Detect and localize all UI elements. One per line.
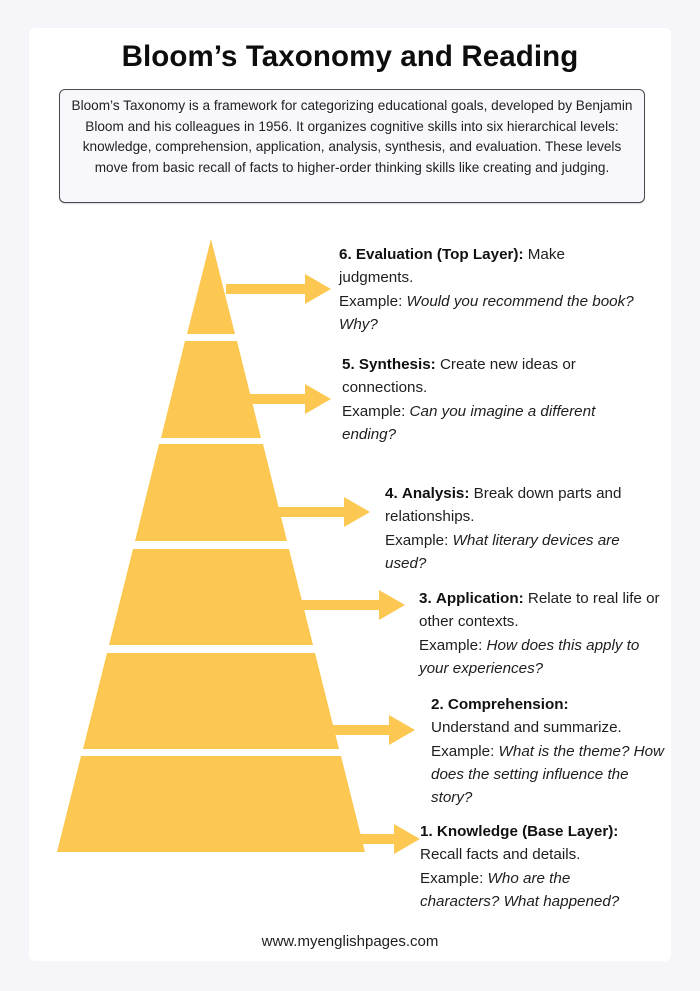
level-3-example: How does this apply to your experiences? [419,636,640,677]
pyramid-layer-3-application [109,549,313,645]
arrow-right-icon-level-2 [328,715,415,745]
level-5-name: Synthesis: [358,356,436,373]
level-5-example: Can you imagine a different ending? [342,402,596,443]
level-4-name: Analysis: [401,485,470,502]
intro-description-box: Bloom’s Taxonomy is a framework for cate… [59,89,645,203]
level-5-description: 5. Synthesis: Create new ideas or connec… [342,353,632,446]
level-2-number: 2. [431,696,444,713]
level-5-text: Create new ideas or connections. [342,356,576,397]
level-1-name: Knowledge (Base Layer): [436,823,619,840]
arrow-right-icon-level-5 [250,384,331,414]
intro-text: Bloom’s Taxonomy is a framework for cate… [71,98,633,175]
level-1-text: Recall facts and details. [420,846,581,864]
level-1-description: 1. Knowledge (Base Layer): Recall facts … [420,820,652,913]
level-2-text: Understand and summarize. [431,719,622,737]
level-4-example: What literary devices are used? [385,531,620,572]
level-6-example: Would you recommend the book? Why? [339,292,634,333]
pyramid-layer-4-analysis [135,444,287,541]
pyramid-layer-2-comprehension [83,653,339,749]
arrow-right-icon-level-3 [300,590,405,620]
arrow-right-icon-level-4 [276,497,370,527]
level-4-example-label: Example: [385,531,449,549]
level-2-description: 2. Comprehension: Understand and summari… [431,693,666,809]
level-3-example-label: Example: [419,636,483,654]
level-1-example: Who are the characters? What happened? [420,869,620,910]
level-6-description: 6. Evaluation (Top Layer): Make judgment… [339,243,639,336]
level-3-description: 3. Application: Relate to real life or o… [419,587,669,680]
level-3-number: 3. [419,590,432,607]
arrow-right-icon-level-6 [226,274,331,304]
pyramid-layer-6-evaluation [187,239,235,334]
level-5-example-label: Example: [342,402,406,420]
level-6-text: Make judgments. [339,246,565,287]
level-6-example-label: Example: [339,292,403,310]
arrow-right-icon-level-1 [358,824,420,854]
level-4-number: 4. [385,485,398,502]
level-3-text: Relate to real life or other contexts. [419,590,660,631]
pyramid-layer-5-synthesis [161,341,261,438]
pyramid-layer-1-knowledge [57,756,365,852]
level-4-description: 4. Analysis: Break down parts and relati… [385,482,660,575]
level-2-example-label: Example: [431,742,495,760]
level-4-text: Break down parts and relationships. [385,485,622,526]
level-2-example: What is the theme? How does the setting … [431,742,664,807]
page-title: Bloom’s Taxonomy and Reading [121,40,579,73]
level-6-name: Evaluation (Top Layer): [355,246,524,263]
level-1-number: 1. [420,823,433,840]
level-2-name: Comprehension: [447,696,569,713]
level-1-example-label: Example: [420,869,484,887]
footer-website-link[interactable]: www.myenglishpages.com [261,933,439,950]
level-3-name: Application: [435,590,524,607]
level-5-number: 5. [342,356,355,373]
level-6-number: 6. [339,246,352,263]
